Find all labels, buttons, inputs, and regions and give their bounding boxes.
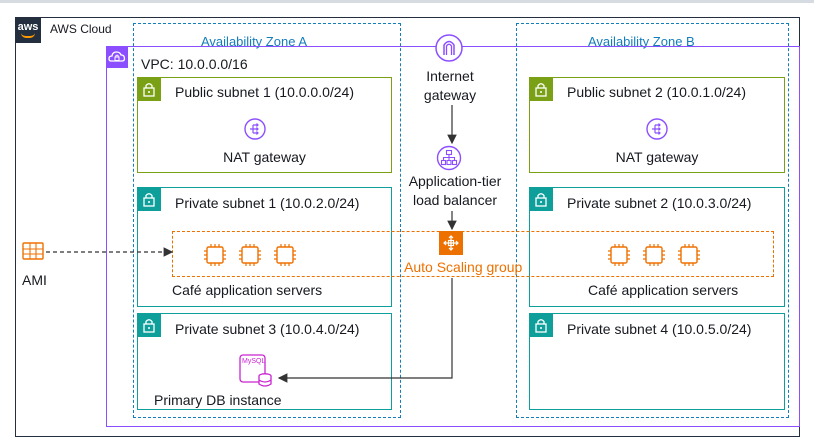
aws-logo-text: aws (17, 21, 39, 33)
aws-logo-icon: aws (15, 17, 41, 43)
public-subnet-2-label: Public subnet 2 (10.0.1.0/24) (567, 84, 747, 100)
private-subnet-1-lock-icon (137, 187, 161, 211)
availability-zone-a (133, 23, 401, 418)
primary-db-instance-label: Primary DB instance (154, 392, 282, 408)
ec2-instance-icon (677, 243, 701, 267)
private-subnet-1 (137, 187, 392, 307)
private-subnet-4 (529, 313, 785, 410)
load-balancer-icon (436, 145, 462, 171)
private-subnet-2-label: Private subnet 2 (10.0.3.0/24) (567, 195, 752, 211)
ec2-instance-icon (203, 243, 227, 267)
vpc-cloud-icon (106, 46, 128, 68)
cafe-app-servers-1-label: Café application servers (172, 282, 323, 298)
private-subnet-3-label: Private subnet 3 (10.0.4.0/24) (175, 321, 360, 337)
private-subnet-4-label: Private subnet 4 (10.0.5.0/24) (567, 321, 752, 337)
auto-scaling-icon (439, 231, 463, 255)
internet-gateway-label: Internet gateway (401, 67, 499, 105)
public-subnet-2 (529, 77, 785, 173)
private-subnet-3-lock-icon (137, 313, 161, 337)
private-subnet-3 (137, 313, 392, 410)
asg-to-db-arrow (277, 278, 453, 383)
load-balancer-label-line2: load balancer (412, 192, 498, 208)
mysql-database-icon: MySQL (239, 354, 275, 388)
mysql-icon-text: MySQL (242, 358, 266, 365)
internet-gateway-icon (434, 33, 464, 63)
cafe-app-servers-2-label: Café application servers (588, 282, 739, 298)
private-subnet-1-label: Private subnet 1 (10.0.2.0/24) (175, 195, 360, 211)
nat-gateway-1-label: NAT gateway (223, 149, 306, 165)
aws-cloud-label: AWS Cloud (50, 22, 112, 36)
ami-label: AMI (22, 272, 47, 288)
nat-gateway-1-icon (243, 117, 267, 141)
top-divider (0, 0, 814, 3)
ec2-instance-icon (607, 243, 631, 267)
load-balancer-label-line1: Application-tier (408, 173, 502, 189)
availability-zone-b-label: Availability Zone B (588, 34, 695, 49)
public-subnet-1-label: Public subnet 1 (10.0.0.0/24) (175, 84, 355, 100)
auto-scaling-group-label: Auto Scaling group (404, 259, 523, 275)
nat-gateway-2-icon (645, 117, 669, 141)
ec2-instance-icon (642, 243, 666, 267)
load-balancer-label: Application-tier load balancer (396, 172, 514, 210)
ami-icon (21, 239, 45, 263)
private-subnet-2-lock-icon (529, 187, 553, 211)
internet-gateway-label-line1: Internet (426, 68, 474, 84)
nat-gateway-2-label: NAT gateway (615, 149, 699, 165)
ec2-instance-icon (238, 243, 262, 267)
vpc-label: VPC: 10.0.0.0/16 (141, 56, 248, 72)
ec2-instance-icon (273, 243, 297, 267)
availability-zone-b (516, 23, 789, 418)
private-subnet-2 (529, 187, 785, 307)
public-subnet-2-lock-icon (529, 77, 553, 101)
availability-zone-a-label: Availability Zone A (201, 34, 307, 49)
private-subnet-4-lock-icon (529, 313, 553, 337)
public-subnet-1-lock-icon (137, 77, 161, 101)
public-subnet-1 (137, 77, 392, 173)
internet-gateway-label-line2: gateway (423, 87, 477, 103)
